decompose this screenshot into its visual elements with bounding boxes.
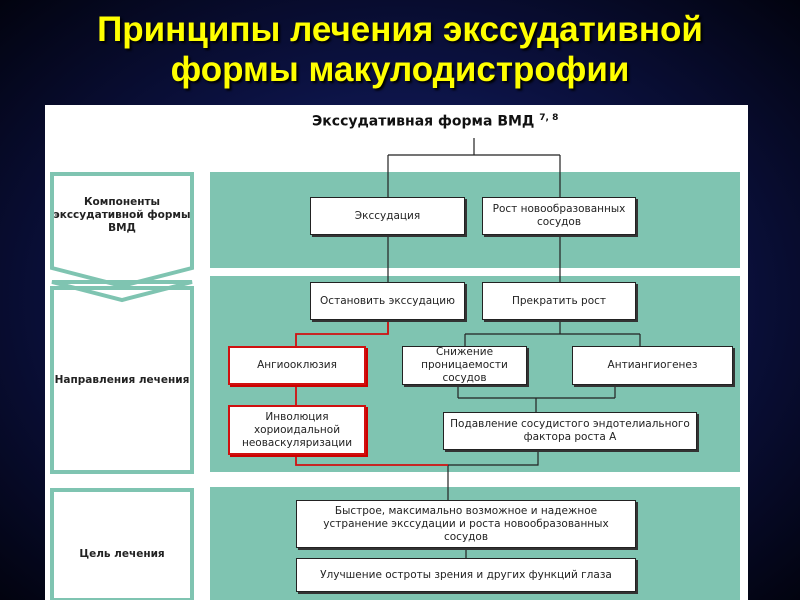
box-goal-1: Быстрое, максимально возможное и надежно… [296, 500, 636, 548]
box-stop-exudation: Остановить экссудацию [310, 282, 465, 320]
box-stop-growth: Прекратить рост [482, 282, 636, 320]
chevron-components [50, 172, 194, 289]
row-label-goal: Цель лечения [79, 548, 165, 560]
box-angioocclusion: Ангиооклюзия [228, 346, 366, 385]
box-growth: Рост новообразованных сосудов [482, 197, 636, 235]
chevron-directions [50, 286, 194, 474]
row-label-directions: Направления лечения [54, 374, 190, 386]
box-permeability: Снижение проницаемости сосудов [402, 346, 527, 385]
box-goal-2: Улучшение остроты зрения и других функци… [296, 558, 636, 592]
box-exudation: Экссудация [310, 197, 465, 235]
box-antiangiogenesis: Антиангиогенез [572, 346, 733, 385]
chevron-goal [50, 488, 194, 600]
diagram-header: Экссудативная форма ВМД 7, 8 [312, 113, 559, 130]
box-involution: Инволюция хориоидальной неоваскуляризаци… [228, 405, 366, 455]
slide-title: Принципы лечения экссудативной формы мак… [97, 10, 703, 89]
band-components [210, 172, 740, 268]
row-label-components: Компоненты экссудативной формы ВМД [53, 196, 191, 234]
box-vegf: Подавление сосудистого эндотелиального ф… [443, 412, 697, 450]
